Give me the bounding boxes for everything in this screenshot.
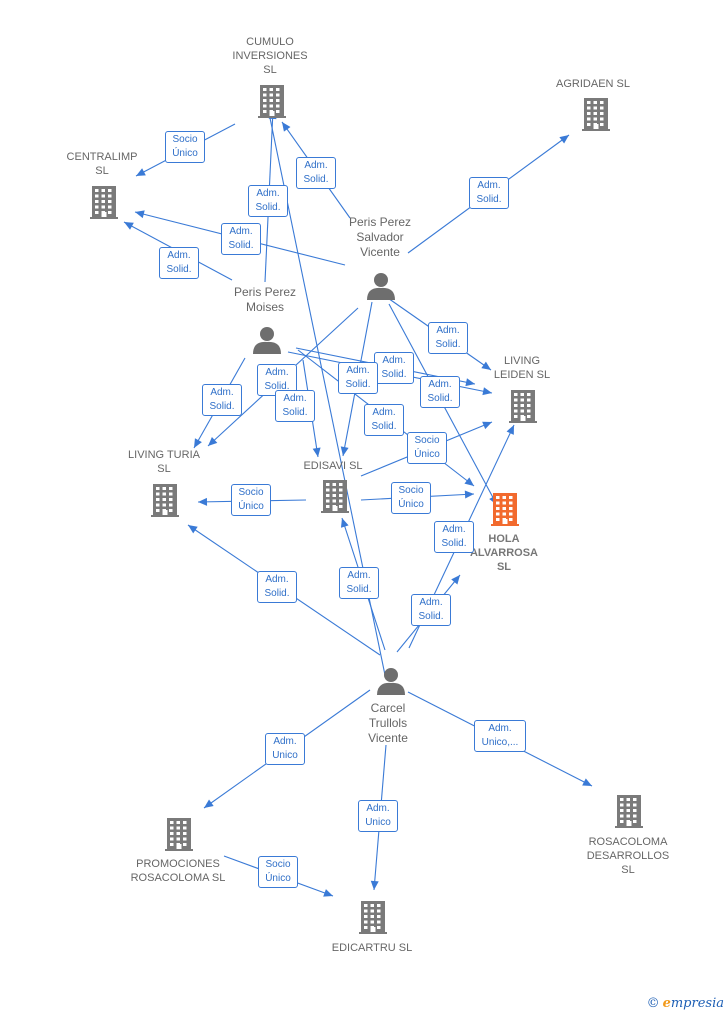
arrowhead <box>340 518 349 528</box>
building-icon[interactable] <box>321 480 349 513</box>
label-living-turia[interactable]: LIVING TURIA SL <box>128 449 200 475</box>
edge-label[interactable]: Adm. Solid. <box>469 177 509 209</box>
label-living-leiden[interactable]: LIVING LEIDEN SL <box>493 355 551 381</box>
building-icon[interactable] <box>509 390 537 423</box>
edge-label[interactable]: Adm. Solid. <box>434 521 474 553</box>
arrowhead <box>136 168 146 176</box>
edge-label[interactable]: Adm. Unico,... <box>474 720 526 752</box>
edge-label[interactable]: Socio Único <box>165 131 205 163</box>
edge-label[interactable]: Adm. Solid. <box>338 362 378 394</box>
arrowhead <box>582 778 592 786</box>
arrowhead <box>451 575 460 585</box>
arrowhead <box>323 889 333 897</box>
person-icon[interactable] <box>367 273 395 300</box>
arrowhead <box>124 222 134 230</box>
label-centralimp[interactable]: CENTRALIMP SL <box>66 151 138 177</box>
arrowhead <box>340 446 349 456</box>
arrowhead <box>312 447 321 457</box>
edge-label[interactable]: Adm. Solid. <box>374 352 414 384</box>
building-icon[interactable] <box>615 795 643 828</box>
edge-label[interactable]: Socio Único <box>391 482 431 514</box>
label-promociones-rosacoloma[interactable]: PROMOCIONES ROSACOLOMA SL <box>130 858 226 884</box>
building-icon[interactable] <box>151 484 179 517</box>
arrowhead <box>482 387 492 396</box>
label-peris-perez-moises[interactable]: Peris Perez Moises <box>233 285 297 314</box>
arrowhead <box>204 799 214 808</box>
edge-label[interactable]: Adm. Solid. <box>221 223 261 255</box>
arrowhead <box>194 438 202 448</box>
label-agridaen[interactable]: AGRIDAEN SL <box>556 78 630 90</box>
building-icon-focus[interactable] <box>491 493 519 526</box>
building-icon[interactable] <box>258 85 286 118</box>
arrowhead <box>282 122 291 132</box>
label-edicartru[interactable]: EDICARTRU SL <box>331 942 413 954</box>
arrowhead <box>506 425 514 435</box>
edge-label[interactable]: Socio Único <box>231 484 271 516</box>
label-edisavi[interactable]: EDISAVI SL <box>303 460 363 472</box>
edge-label[interactable]: Socio Único <box>407 432 447 464</box>
label-peris-perez-salvador-vicente[interactable]: Peris Perez Salvador Vicente <box>348 215 412 259</box>
edge-label[interactable]: Adm. Unico <box>265 733 305 765</box>
person-icon[interactable] <box>253 327 281 354</box>
arrowhead <box>559 135 569 144</box>
edge-label[interactable]: Adm. Solid. <box>428 322 468 354</box>
arrowhead <box>135 210 145 219</box>
label-rosacoloma-desarrollos[interactable]: ROSACOLOMA DESARROLLOS SL <box>586 836 670 876</box>
edge-label[interactable]: Adm. Solid. <box>339 567 379 599</box>
label-hola-alvarrosa[interactable]: HOLA ALVARROSA SL <box>469 533 539 573</box>
building-icon[interactable] <box>90 186 118 219</box>
arrowhead <box>464 490 474 499</box>
edge-label[interactable]: Adm. Solid. <box>257 571 297 603</box>
person-icon[interactable] <box>377 668 405 695</box>
label-carcel-trullols-vicente[interactable]: Carcel Trullols Vicente <box>368 701 408 745</box>
arrowhead <box>188 525 198 534</box>
arrowhead <box>482 421 492 430</box>
building-icon[interactable] <box>359 901 387 934</box>
edge-label[interactable]: Adm. Solid. <box>411 594 451 626</box>
arrowhead <box>465 378 475 387</box>
empresia-logo[interactable]: ©empresia <box>647 996 724 1011</box>
arrowhead <box>481 361 491 370</box>
arrowhead <box>208 436 218 446</box>
arrowhead <box>198 497 208 506</box>
edge-label[interactable]: Socio Único <box>258 856 298 888</box>
building-icon[interactable] <box>165 818 193 851</box>
edge-label[interactable]: Adm. Solid. <box>420 376 460 408</box>
arrowhead <box>370 880 379 890</box>
edge-label[interactable]: Adm. Solid. <box>202 384 242 416</box>
edge-label[interactable]: Adm. Solid. <box>248 185 288 217</box>
copyright-icon: © <box>646 996 660 1011</box>
label-cumulo-inversiones[interactable]: CUMULO INVERSIONES SL <box>232 36 308 76</box>
edge-label[interactable]: Adm. Solid. <box>159 247 199 279</box>
edge-label[interactable]: Adm. Solid. <box>364 404 404 436</box>
brand-initial: e <box>662 996 671 1011</box>
edge-label[interactable]: Adm. Solid. <box>275 390 315 422</box>
edge-label[interactable]: Adm. Solid. <box>296 157 336 189</box>
arrowhead <box>464 477 474 486</box>
building-icon[interactable] <box>582 98 610 131</box>
edge-label[interactable]: Adm. Unico <box>358 800 398 832</box>
brand-name: mpresia <box>670 996 724 1011</box>
